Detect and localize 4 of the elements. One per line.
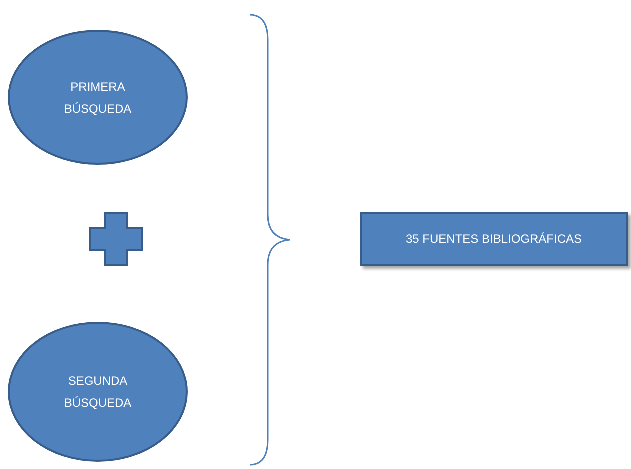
node-label: SEGUNDA BÚSQUEDA <box>63 373 133 412</box>
node-label: 35 FUENTES BIBLIOGRÁFICAS <box>406 231 582 248</box>
node-label: PRIMERA BÚSQUEDA <box>63 78 133 118</box>
rectangle-node <box>360 212 628 266</box>
